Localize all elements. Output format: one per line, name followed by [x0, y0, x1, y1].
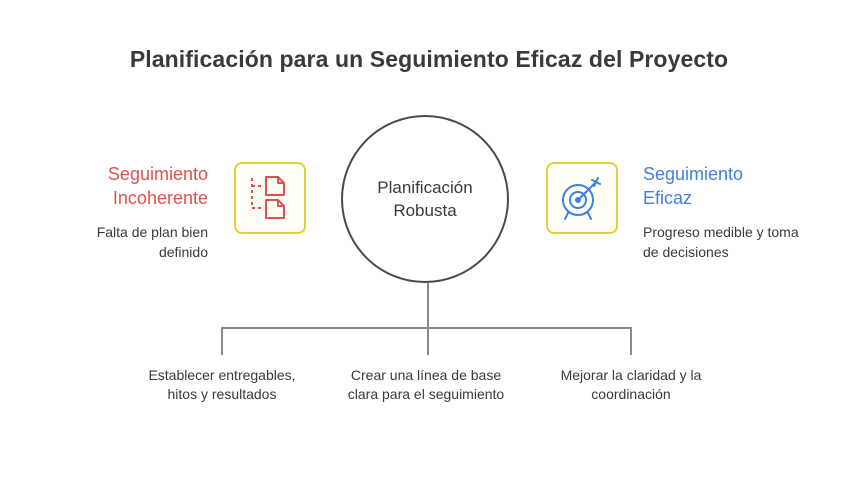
branch-label-clarity: Mejorar la claridad y la coordinación	[560, 367, 702, 402]
branch-label-deliverables: Establecer entregables, hitos y resultad…	[148, 367, 296, 402]
diagram-title: Planificación para un Seguimiento Eficaz…	[129, 46, 729, 72]
document-tree-icon	[251, 176, 285, 219]
right-description: Progreso medible y toma de decisiones	[643, 224, 799, 260]
left-icon-box	[234, 162, 306, 234]
left-title: Seguimiento Incoherente	[107, 164, 208, 208]
target-arrow-icon	[562, 177, 601, 220]
branch-label-baseline: Crear una línea de base clara para el se…	[347, 367, 505, 402]
center-node: Planificación Robusta	[341, 115, 509, 283]
center-label: Planificación Robusta	[377, 178, 473, 220]
left-description: Falta de plan bien definido	[96, 224, 208, 260]
right-icon-box	[546, 162, 618, 234]
right-title: Seguimiento Eficaz	[643, 164, 744, 208]
